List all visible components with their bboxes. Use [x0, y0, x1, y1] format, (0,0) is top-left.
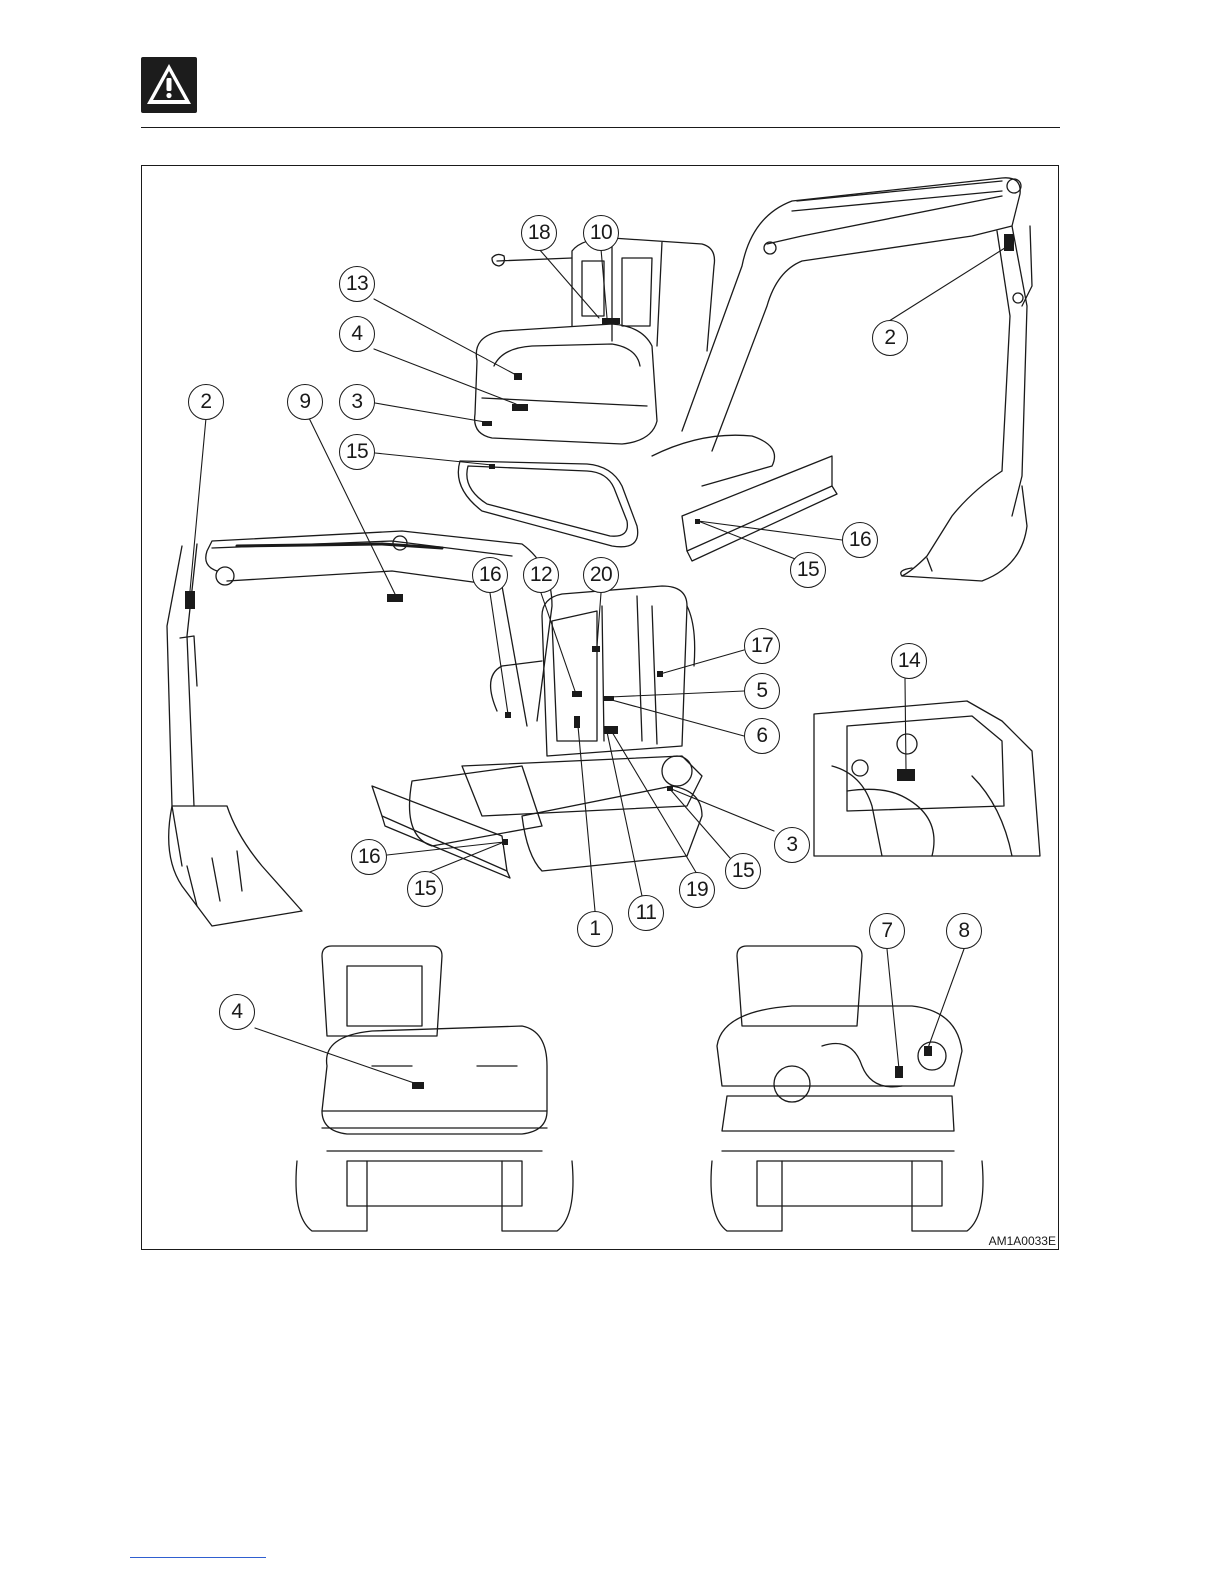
callout-15-blade-low: 15: [407, 871, 443, 907]
callout-7: 7: [869, 913, 905, 949]
callout-16-cab: 16: [472, 557, 508, 593]
callout-9: 9: [287, 384, 323, 420]
callout-leaders: [190, 246, 1008, 1084]
callout-16-top: 16: [842, 522, 878, 558]
label-location-figure: 18 10 13 4 2 9 3 15 2 16 15 16 12 20 17 …: [141, 165, 1059, 1250]
callout-8: 8: [946, 913, 982, 949]
hydraulic-tank-detail: [814, 701, 1040, 856]
excavator-rear-view-closed: [296, 946, 573, 1231]
callout-2-left: 2: [188, 384, 224, 420]
callout-13: 13: [339, 266, 375, 302]
callout-6: 6: [744, 718, 780, 754]
callout-4-rear: 4: [219, 994, 255, 1030]
callout-19: 19: [679, 872, 715, 908]
callout-16-blade: 16: [351, 839, 387, 875]
callout-15-top: 15: [339, 434, 375, 470]
callout-2-right: 2: [872, 320, 908, 356]
callout-4-top: 4: [339, 316, 375, 352]
callout-5: 5: [744, 673, 780, 709]
callout-20: 20: [583, 557, 619, 593]
footer-link-underline[interactable]: [130, 1557, 266, 1558]
excavator-rear-view-open: [711, 946, 983, 1231]
callout-11: 11: [628, 895, 664, 931]
header-rule: [141, 127, 1060, 128]
callout-12: 12: [523, 557, 559, 593]
callout-17: 17: [744, 628, 780, 664]
callout-14: 14: [891, 643, 927, 679]
warning-triangle-icon: [141, 57, 197, 113]
callout-1: 1: [577, 911, 613, 947]
figure-code: AM1A0033E: [989, 1234, 1056, 1248]
callout-15-track: 15: [725, 853, 761, 889]
callout-3-right: 3: [774, 827, 810, 863]
callout-3-top: 3: [339, 384, 375, 420]
callout-18: 18: [521, 215, 557, 251]
callout-10: 10: [583, 215, 619, 251]
excavator-front-view: [167, 531, 702, 926]
callout-15-blade: 15: [790, 552, 826, 588]
